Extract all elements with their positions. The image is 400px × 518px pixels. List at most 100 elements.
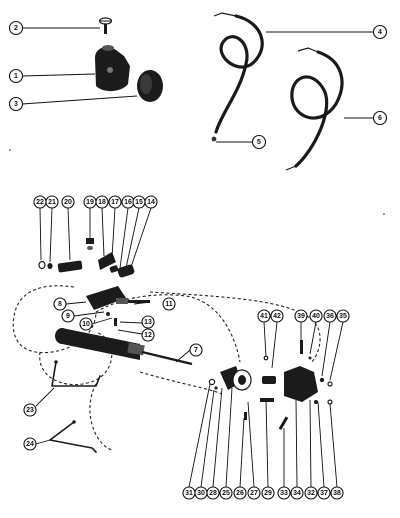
tube-part-upper — [51, 360, 101, 387]
svg-text:21: 21 — [48, 199, 56, 206]
svg-text:1: 1 — [14, 73, 18, 80]
callout-31: 31 — [182, 486, 196, 500]
callout-27: 27 — [247, 486, 261, 500]
callout-32: 32 — [304, 486, 318, 500]
svg-text:2: 2 — [14, 25, 18, 32]
callout-18: 18 — [95, 195, 109, 209]
callout-15: 15 — [132, 195, 146, 209]
svg-text:15: 15 — [135, 199, 143, 206]
svg-text:13: 13 — [144, 319, 152, 326]
callout-8: 8 — [53, 297, 67, 311]
callout-38: 38 — [330, 486, 344, 500]
svg-text:20: 20 — [64, 199, 72, 206]
svg-text:24: 24 — [26, 441, 34, 448]
callout-16: 16 — [121, 195, 135, 209]
callout-3: 3 — [8, 96, 24, 112]
pump-body-part — [95, 45, 130, 92]
svg-text:10: 10 — [82, 321, 90, 328]
callout-37: 37 — [317, 486, 331, 500]
callout-2: 2 — [8, 20, 24, 36]
callout-21: 21 — [45, 195, 59, 209]
svg-text:12: 12 — [144, 332, 152, 339]
callout-19: 19 — [83, 195, 97, 209]
svg-text:41: 41 — [260, 313, 268, 320]
callout-39: 39 — [294, 309, 308, 323]
control-valve-part — [86, 286, 150, 326]
callout-28: 28 — [206, 486, 220, 500]
svg-text:39: 39 — [297, 313, 305, 320]
svg-text:22: 22 — [36, 199, 44, 206]
valve-body-part — [98, 252, 135, 278]
svg-text:3: 3 — [14, 101, 18, 108]
svg-text:23: 23 — [26, 407, 34, 414]
callout-11: 11 — [162, 297, 176, 311]
callout-41: 41 — [257, 309, 271, 323]
callout-25: 25 — [219, 486, 233, 500]
callout-13: 13 — [141, 315, 155, 329]
svg-text:6: 6 — [378, 115, 382, 122]
seal-rings-part — [38, 260, 53, 270]
callout-29: 29 — [261, 486, 275, 500]
callout-22: 22 — [33, 195, 47, 209]
svg-text:17: 17 — [111, 199, 119, 206]
svg-text:27: 27 — [250, 490, 258, 497]
sleeve-part — [57, 260, 83, 273]
svg-text:33: 33 — [280, 490, 288, 497]
power-cylinder-part — [55, 328, 193, 366]
svg-text:32: 32 — [307, 490, 315, 497]
svg-text:5: 5 — [257, 139, 261, 146]
svg-text:7: 7 — [194, 347, 198, 354]
callout-14: 14 — [144, 195, 158, 209]
callout-1: 1 — [8, 68, 24, 84]
svg-text:29: 29 — [264, 490, 272, 497]
svg-text:38: 38 — [333, 490, 341, 497]
svg-text:28: 28 — [209, 490, 217, 497]
callout-6: 6 — [372, 110, 388, 126]
svg-text:18: 18 — [98, 199, 106, 206]
callout-20: 20 — [61, 195, 75, 209]
svg-text:35: 35 — [339, 313, 347, 320]
svg-text:19: 19 — [86, 199, 94, 206]
svg-text:40: 40 — [312, 313, 320, 320]
svg-text:34: 34 — [293, 490, 301, 497]
svg-text:31: 31 — [185, 490, 193, 497]
callout-4: 4 — [372, 24, 388, 40]
callout-24: 24 — [23, 437, 37, 451]
callout-33: 33 — [277, 486, 291, 500]
callout-34: 34 — [290, 486, 304, 500]
svg-text:4: 4 — [378, 29, 382, 36]
pivot-block-part — [244, 340, 333, 431]
svg-text:14: 14 — [147, 199, 155, 206]
callout-17: 17 — [108, 195, 122, 209]
callout-10: 10 — [79, 317, 93, 331]
pulley-part — [137, 70, 163, 102]
callout-40: 40 — [309, 309, 323, 323]
svg-text:25: 25 — [222, 490, 230, 497]
callout-36: 36 — [323, 309, 337, 323]
svg-text:11: 11 — [165, 301, 173, 308]
svg-text:42: 42 — [273, 313, 281, 320]
svg-text:37: 37 — [320, 490, 328, 497]
callout-42: 42 — [270, 309, 284, 323]
svg-text:9: 9 — [66, 313, 70, 320]
svg-text:26: 26 — [236, 490, 244, 497]
return-hose-part — [285, 47, 344, 171]
svg-text:36: 36 — [326, 313, 334, 320]
svg-text:30: 30 — [197, 490, 205, 497]
tube-part-lower — [49, 420, 97, 453]
callout-5: 5 — [251, 134, 267, 150]
fitting-part — [86, 238, 94, 250]
callout-30: 30 — [194, 486, 208, 500]
callout-26: 26 — [233, 486, 247, 500]
svg-text:16: 16 — [124, 199, 132, 206]
pressure-hose-part — [211, 12, 264, 142]
callout-9: 9 — [61, 309, 75, 323]
reservoir-cap-part — [98, 17, 113, 34]
callout-23: 23 — [23, 403, 37, 417]
svg-text:8: 8 — [58, 301, 62, 308]
bracket-assembly-part — [208, 366, 252, 391]
callout-7: 7 — [189, 343, 203, 357]
callout-12: 12 — [141, 328, 155, 342]
callout-35: 35 — [336, 309, 350, 323]
